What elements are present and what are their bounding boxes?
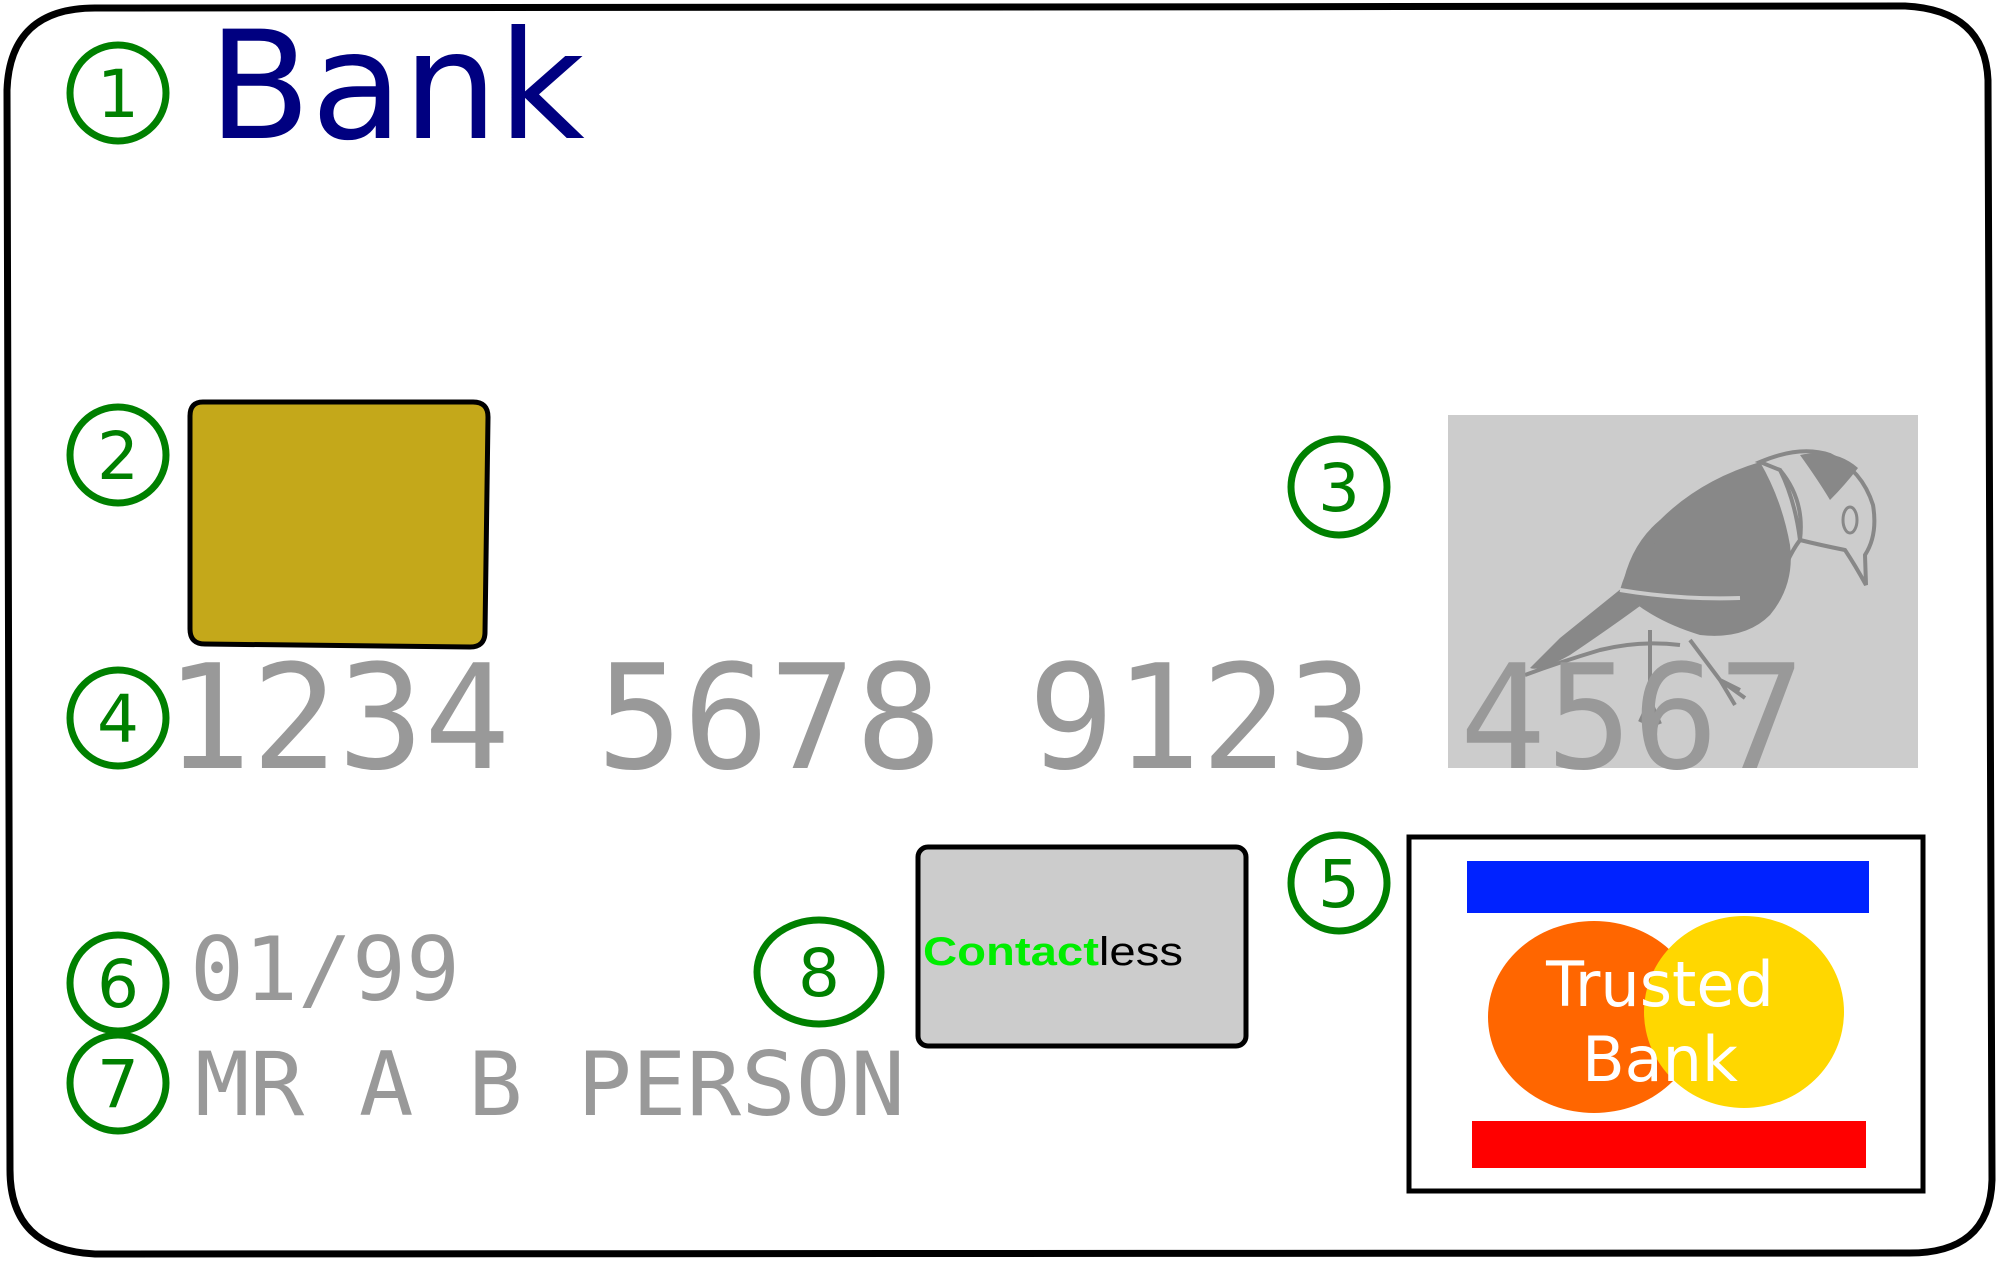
- callout-1-circle: [66, 41, 170, 145]
- callout-5-label: 5: [1318, 846, 1360, 923]
- bank-name: Bank: [208, 0, 585, 174]
- bird-icon: [1524, 449, 1877, 725]
- callout-7: 7: [66, 1031, 170, 1135]
- callout-2-label: 2: [97, 418, 139, 495]
- emv-chip: [187, 399, 491, 650]
- callout-2-circle: [66, 403, 170, 507]
- callout-3: 3: [1287, 435, 1391, 539]
- callout-8: 8: [753, 916, 885, 1028]
- callout-4-circle: [66, 666, 170, 770]
- callout-5-circle: [1287, 831, 1391, 935]
- network-logo-top-bar: [1467, 861, 1869, 913]
- network-logo-line2: Bank: [1582, 1023, 1738, 1096]
- hologram: [1448, 415, 1918, 768]
- callout-6-label: 6: [97, 946, 139, 1023]
- network-logo-line1: Trusted: [1545, 948, 1774, 1021]
- network-logo-right-circle: [1644, 916, 1844, 1108]
- callout-6: 6: [66, 931, 170, 1035]
- callout-8-label: 8: [798, 935, 840, 1012]
- card-number: 1234 5678 9123 4567: [165, 634, 1805, 803]
- callout-4-label: 4: [97, 681, 139, 758]
- expiry-date: 01/99: [190, 918, 460, 1021]
- cardholder-name: MR A B PERSON: [195, 1033, 905, 1136]
- callout-5: 5: [1287, 831, 1391, 935]
- contactless-label-rest: less: [1099, 930, 1183, 974]
- callout-7-circle: [66, 1031, 170, 1135]
- network-logo-bottom-bar: [1472, 1121, 1866, 1168]
- callout-4: 4: [66, 666, 170, 770]
- callout-6-circle: [66, 931, 170, 1035]
- contactless-box: [915, 844, 1249, 1049]
- callout-8-circle: [753, 916, 885, 1028]
- callout-7-label: 7: [97, 1046, 139, 1123]
- callout-3-circle: [1287, 435, 1391, 539]
- callout-2: 2: [66, 403, 170, 507]
- contactless-label-highlight: Contact: [923, 930, 1099, 974]
- callout-1: 1: [66, 41, 170, 145]
- network-logo-left-circle: [1488, 921, 1700, 1113]
- callout-3-label: 3: [1318, 450, 1360, 527]
- callout-1-label: 1: [97, 56, 139, 133]
- network-logo: Trusted Bank: [1406, 834, 1926, 1194]
